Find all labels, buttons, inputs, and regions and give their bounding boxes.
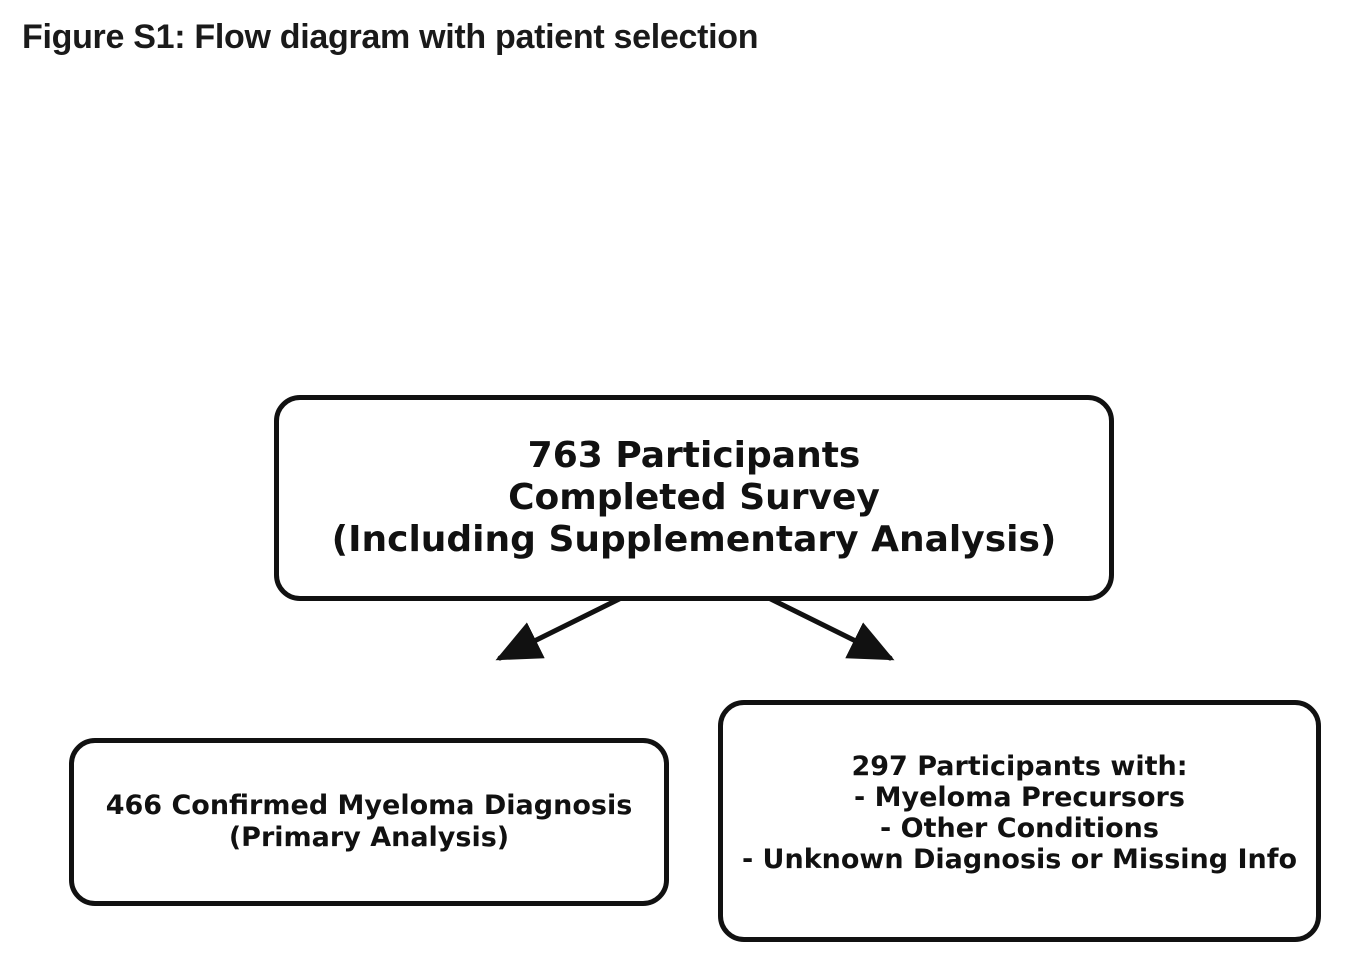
- node-confirmed-myeloma-line: (Primary Analysis): [228, 822, 510, 853]
- node-other-participants: 297 Participants with: - Myeloma Precurs…: [718, 700, 1321, 942]
- node-other-participants-line: 297 Participants with:: [851, 751, 1188, 782]
- node-completed-survey: 763 Participants Completed Survey (Inclu…: [274, 395, 1114, 601]
- node-other-participants-line: - Other Conditions: [880, 813, 1159, 844]
- figure-title: Figure S1: Flow diagram with patient sel…: [22, 18, 759, 56]
- node-completed-survey-line: Completed Survey: [508, 477, 880, 518]
- node-completed-survey-line: (Including Supplementary Analysis): [331, 519, 1057, 560]
- node-confirmed-myeloma: 466 Confirmed Myeloma Diagnosis (Primary…: [69, 738, 669, 906]
- node-completed-survey-line: 763 Participants: [527, 435, 861, 476]
- node-other-participants-line: - Unknown Diagnosis or Missing Info: [741, 844, 1298, 875]
- node-confirmed-myeloma-line: 466 Confirmed Myeloma Diagnosis: [105, 790, 633, 821]
- node-other-participants-line: - Myeloma Precursors: [854, 782, 1185, 813]
